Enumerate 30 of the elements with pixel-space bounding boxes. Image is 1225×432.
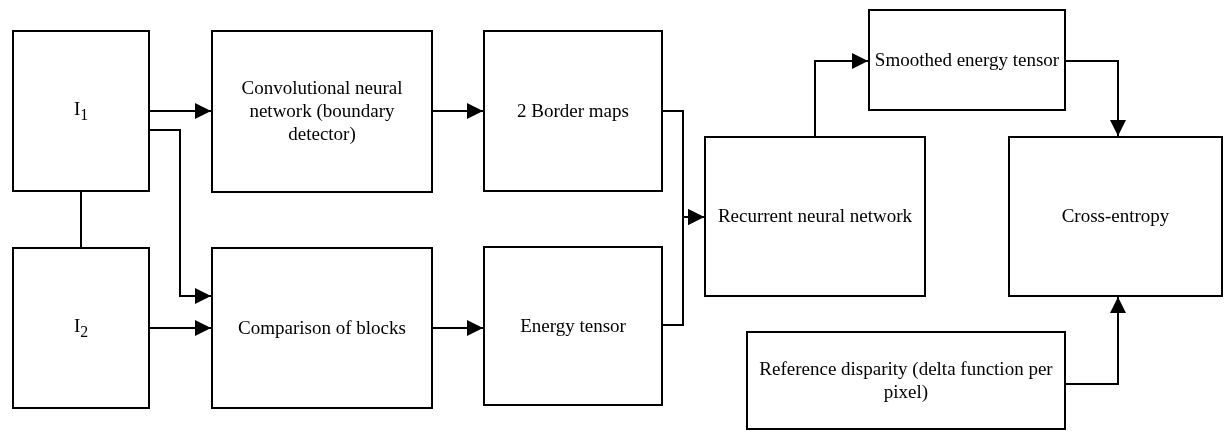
process-box bbox=[746, 331, 1066, 430]
arrow bbox=[432, 320, 484, 336]
process-box bbox=[483, 246, 663, 406]
process-box bbox=[12, 30, 150, 192]
box-label: I$_{2}$ bbox=[73, 314, 89, 342]
arrow bbox=[149, 103, 212, 119]
process-box bbox=[12, 247, 150, 409]
process-box bbox=[211, 247, 433, 409]
process-box bbox=[868, 9, 1066, 111]
box-label: Energy tensor bbox=[520, 314, 626, 338]
box-label: Cross-entropy bbox=[1061, 205, 1170, 228]
box-label: Reference disparity (delta function per pixel) bbox=[758, 357, 1054, 404]
box-label: Convolutional neural network (boundary detector) bbox=[240, 77, 404, 146]
arrow bbox=[432, 103, 484, 119]
arrow bbox=[1065, 296, 1126, 385]
arrow bbox=[149, 320, 212, 336]
arrow bbox=[662, 209, 705, 326]
connector-line bbox=[80, 191, 82, 248]
box-label: Recurrent neural network bbox=[717, 205, 913, 228]
arrow bbox=[814, 53, 869, 137]
process-box bbox=[1008, 136, 1223, 297]
arrow bbox=[149, 129, 212, 304]
box-label: Smoothed energy tensor bbox=[874, 48, 1060, 72]
box-label: I$_{1}$ bbox=[73, 97, 89, 125]
box-label: Comparison of blocks bbox=[238, 316, 406, 340]
process-box bbox=[704, 136, 926, 297]
arrow bbox=[1065, 60, 1126, 137]
process-box bbox=[483, 30, 663, 192]
process-box bbox=[211, 30, 433, 193]
box-label: 2 Border maps bbox=[517, 99, 629, 123]
